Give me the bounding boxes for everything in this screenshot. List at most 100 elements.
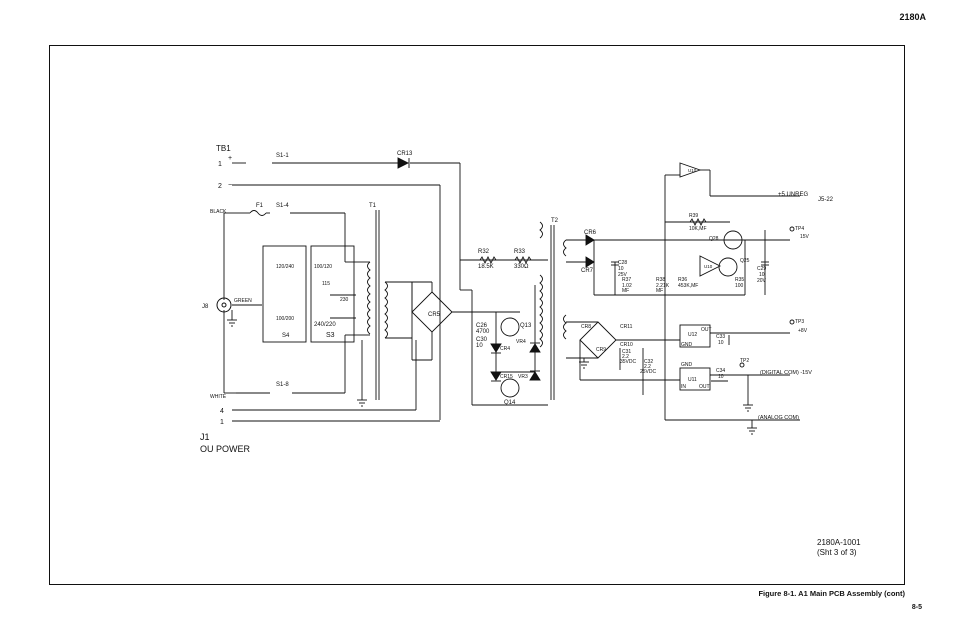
label-green: GREEN (234, 298, 252, 304)
label-s4: S4 (282, 333, 290, 339)
label-r36: R36 (678, 277, 687, 283)
label-cr4: CR4 (500, 346, 510, 352)
label-sel-240-220: 240/220 (314, 322, 336, 328)
label-s1-4: S1-4 (276, 203, 289, 209)
diodes (397, 157, 595, 382)
label-r35-val: 100 (735, 283, 744, 289)
label-r37: R37 (622, 277, 631, 283)
ground-symbols (226, 319, 758, 435)
label-t1: T1 (369, 203, 377, 209)
page-number: 8-5 (911, 604, 922, 611)
label-tp3: TP3 (795, 319, 804, 325)
label-j8: J8 (202, 304, 209, 310)
label-cr5: CR5 (428, 312, 441, 318)
drawing-frame (49, 45, 905, 585)
label-c33: C33 (716, 334, 725, 340)
drawing-sheet: (Sht 3 of 3) (817, 548, 857, 557)
label-r39-val: 10K,MF (689, 226, 707, 232)
label-s1-8: S1-8 (276, 382, 289, 388)
label-tp4-val: 15V (800, 234, 810, 240)
label-c29: C29 (757, 266, 766, 272)
label-r39: R39 (689, 213, 698, 219)
label-r38-val: 2.21K (656, 283, 670, 289)
label-cr7: CR7 (581, 268, 594, 274)
label-u10-top: U10 (688, 168, 697, 173)
label-t2: T2 (551, 218, 559, 224)
drawing-number: 2180A-1001 (817, 538, 861, 547)
label-r37-val: 1.02 (622, 283, 632, 289)
label-tb1: TB1 (216, 144, 231, 153)
label-cr6: CR6 (584, 230, 597, 236)
label-c31-val: 2.2 (622, 354, 629, 360)
label-white: WHITE (210, 394, 227, 400)
label-u12-gnd: GND (681, 342, 693, 348)
label-c29-val2: 20V (757, 278, 767, 284)
label-r38-val2: MF (656, 288, 663, 294)
test-points (739, 226, 795, 368)
label-c28: C28 (618, 260, 627, 266)
label-c32: C32 (644, 359, 653, 365)
label-sel-100-120: 100/120 (314, 264, 332, 270)
label-r33-val: 330Ω (514, 264, 529, 270)
label-tap-115: 115 (322, 281, 330, 287)
label-c30-val: 10 (476, 343, 483, 349)
label-cr11: CR11 (620, 324, 633, 330)
label-q13: Q13 (520, 323, 532, 329)
label-f1: F1 (256, 203, 264, 209)
label-u12-out: OUT (701, 327, 712, 333)
j8-connector (216, 297, 232, 313)
label-c34-val: 10 (718, 374, 724, 380)
label-tb1-pin1: 1 (218, 161, 222, 168)
label-j1-pin1: 1 (220, 419, 224, 426)
label-r35: R35 (735, 277, 744, 283)
label-c29-val: 10 (759, 272, 765, 278)
label-black: BLACK (210, 209, 227, 215)
page-header-model: 2180A (899, 12, 926, 22)
label-r32-val: 18.5K (478, 264, 494, 270)
label-cr15: CR15 (500, 374, 513, 380)
label-c34: C34 (716, 368, 725, 374)
label-j1-pin4: 4 (220, 408, 224, 415)
schematic-labels: TB1 1 + 2 − S1-1 S1-4 S1-8 F1 BLACK GREE… (200, 144, 834, 454)
label-s1-1: S1-1 (276, 153, 289, 159)
label-c28-val2: 25V (618, 272, 628, 278)
label-cr8: CR8 (581, 324, 591, 330)
label-c32-val: 2.2 (644, 364, 651, 370)
drawing-number-block: 2180A-1001 (Sht 3 of 3) (817, 538, 861, 558)
label-cr9: CR9 (596, 347, 606, 353)
label-tp2: TP2 (740, 358, 749, 364)
label-tb1-pin2: 2 (218, 183, 222, 190)
label-tb1-minus: − (228, 182, 232, 189)
wires (223, 162, 800, 428)
label-r33: R33 (514, 249, 526, 255)
label-vr3: VR3 (518, 374, 528, 380)
label-c26: C26 (476, 323, 488, 329)
label-c31-val2: 35VDC (620, 359, 637, 365)
label-vr4: VR4 (516, 339, 526, 345)
label-c28-val: 10 (618, 266, 624, 272)
label-q25: Q25 (740, 258, 750, 264)
label-cr13: CR13 (397, 151, 413, 157)
label-u11-gnd: GND (681, 362, 693, 368)
label-c31: C31 (622, 349, 631, 355)
label-digital-com: (DIGITAL COM) -15V (760, 370, 812, 376)
label-tp4: TP4 (795, 226, 804, 232)
label-tb1-plus: + (228, 155, 232, 162)
label-r37-val2: MF (622, 288, 629, 294)
label-ou-power: OU POWER (200, 444, 251, 454)
label-u11-in: IN (681, 384, 686, 390)
label-q28: Q28 (709, 236, 719, 242)
label-r32: R32 (478, 249, 490, 255)
label-plus5-unreg: +5 UNREG (778, 192, 809, 198)
label-u12: U12 (688, 332, 697, 338)
label-u10: U10 (704, 264, 713, 269)
label-j5-22: J5-22 (818, 197, 834, 203)
label-q14: Q14 (504, 400, 516, 406)
figure-caption: Figure 8-1. A1 Main PCB Assembly (cont) (758, 589, 905, 598)
label-s3: S3 (326, 332, 335, 339)
label-u11-out: OUT (699, 384, 710, 390)
label-cr10: CR10 (620, 342, 633, 348)
label-j1: J1 (200, 432, 210, 442)
label-tap-230: 230 (340, 297, 349, 303)
